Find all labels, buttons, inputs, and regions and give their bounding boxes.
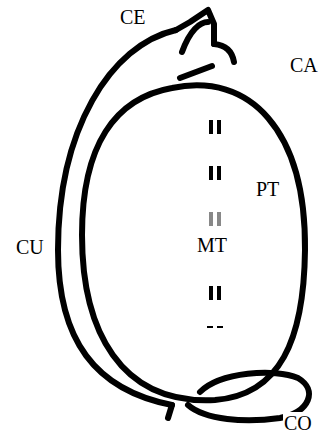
- top-loop: [182, 22, 208, 52]
- part-label: CU: [16, 236, 44, 258]
- part-label: CO: [283, 412, 313, 434]
- top-bar: [180, 66, 212, 78]
- top-curve: [214, 44, 234, 62]
- part-label: CA: [290, 54, 318, 76]
- coat-hook: [168, 405, 172, 418]
- inner-body: [82, 85, 305, 400]
- outer-coat: [58, 30, 176, 405]
- dashed-axis: [207, 120, 223, 328]
- part-label: PT: [256, 178, 279, 200]
- part-label: MT: [196, 234, 228, 256]
- part-label: CE: [120, 6, 146, 28]
